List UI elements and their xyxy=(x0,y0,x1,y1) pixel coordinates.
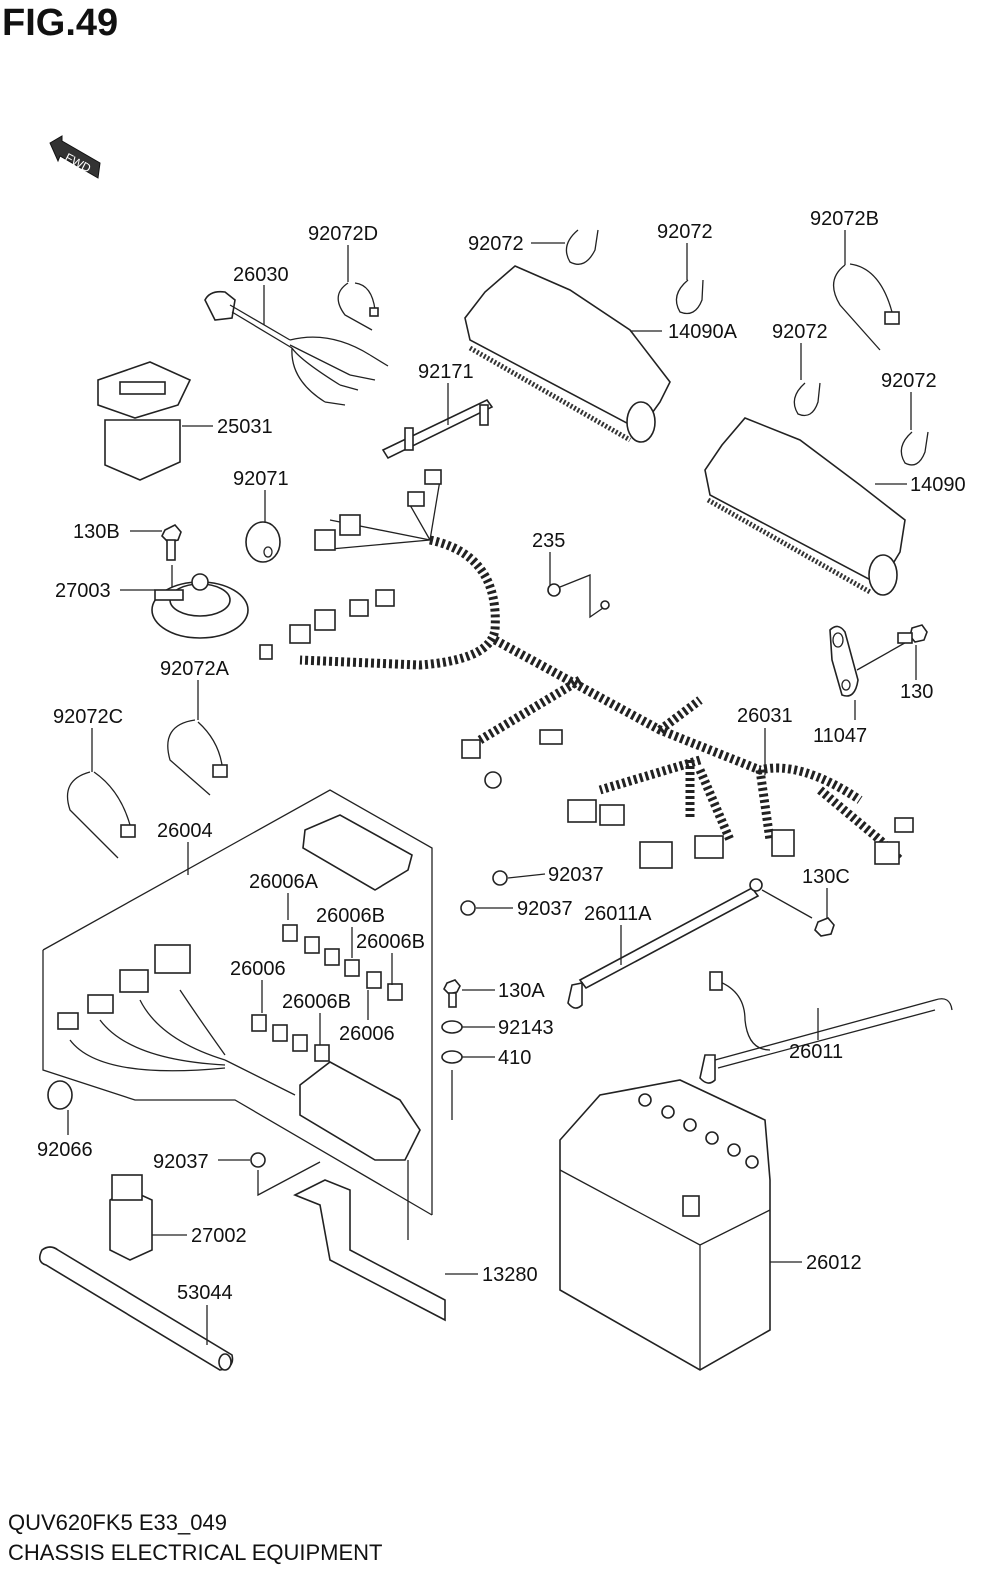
figure-title: FIG.49 xyxy=(2,2,119,44)
battery-26012[interactable] xyxy=(559,1079,771,1371)
part-label-26004[interactable]: 26004 xyxy=(157,820,213,842)
part-label-130A[interactable]: 130A xyxy=(498,980,545,1002)
part-label-25031[interactable]: 25031 xyxy=(217,416,273,438)
part-label-26031[interactable]: 26031 xyxy=(737,705,793,727)
tube-53044[interactable] xyxy=(38,1246,234,1371)
part-label-14090A[interactable]: 14090A xyxy=(668,321,738,343)
part-label-130C[interactable]: 130C xyxy=(802,866,850,888)
clamp-92072-b[interactable] xyxy=(675,279,704,315)
clamp-92037-a[interactable] xyxy=(492,870,546,886)
fuse-26006A[interactable] xyxy=(282,924,298,942)
fuse-26006B[interactable] xyxy=(314,1044,330,1062)
part-label-92037[interactable]: 92037 xyxy=(517,898,573,920)
screw-235[interactable] xyxy=(547,574,610,619)
part-label-92143[interactable]: 92143 xyxy=(498,1017,554,1039)
clamp-92072-a[interactable] xyxy=(565,229,599,265)
part-label-92037[interactable]: 92037 xyxy=(153,1151,209,1173)
fwd-arrow-icon: FWD xyxy=(49,135,101,179)
cable-band-92072A[interactable] xyxy=(167,719,228,796)
part-label-92072[interactable]: 92072 xyxy=(657,221,713,243)
part-label-92072[interactable]: 92072 xyxy=(468,233,524,255)
cover-14090A[interactable] xyxy=(464,265,671,443)
part-label-26011A[interactable]: 26011A xyxy=(584,903,652,925)
collar-92143[interactable] xyxy=(441,1020,463,1034)
bracket-13280[interactable] xyxy=(293,1160,446,1322)
fuse[interactable] xyxy=(324,948,340,966)
main-harness-26031[interactable] xyxy=(259,469,914,869)
fuse-box-assembly-26004[interactable] xyxy=(42,789,433,1216)
leader-lines xyxy=(91,230,917,1345)
part-label-26030[interactable]: 26030 xyxy=(233,264,289,286)
part-label-92171[interactable]: 92171 xyxy=(418,361,474,383)
bolt-130A[interactable] xyxy=(443,979,461,1008)
part-label-130[interactable]: 130 xyxy=(900,681,933,703)
fuse-26006B[interactable] xyxy=(344,959,360,977)
part-label-26006B[interactable]: 26006B xyxy=(316,905,385,927)
part-label-53044[interactable]: 53044 xyxy=(177,1282,233,1304)
part-label-26006[interactable]: 26006 xyxy=(230,958,286,980)
fuses-group xyxy=(251,924,403,1062)
cable-band-92072C[interactable] xyxy=(66,771,136,859)
cable-band-92072B[interactable] xyxy=(833,263,900,351)
part-label-92072[interactable]: 92072 xyxy=(772,321,828,343)
part-label-13280[interactable]: 13280 xyxy=(482,1264,538,1286)
wiring-lead-26030[interactable] xyxy=(204,290,389,406)
part-label-235[interactable]: 235 xyxy=(532,530,565,552)
section-title: CHASSIS ELECTRICAL EQUIPMENT xyxy=(8,1540,383,1565)
part-label-410[interactable]: 410 xyxy=(498,1047,531,1069)
fuse-26006B[interactable] xyxy=(387,983,403,1001)
fuse[interactable] xyxy=(272,1024,288,1042)
part-label-26006B[interactable]: 26006B xyxy=(356,931,425,953)
fuse-26006[interactable] xyxy=(251,1014,267,1032)
bracket-92171[interactable] xyxy=(381,398,494,460)
fuse[interactable] xyxy=(292,1034,308,1052)
plug-92066[interactable] xyxy=(47,1080,73,1135)
battery-cable-26011[interactable] xyxy=(699,971,953,1084)
part-label-92037[interactable]: 92037 xyxy=(548,864,604,886)
relay-27002[interactable] xyxy=(109,1174,153,1261)
part-label-26006A[interactable]: 26006A xyxy=(249,871,319,893)
part-label-27002[interactable]: 27002 xyxy=(191,1225,247,1247)
part-label-92072B[interactable]: 92072B xyxy=(810,208,879,230)
part-label-92066[interactable]: 92066 xyxy=(37,1139,93,1161)
bolt-130B[interactable] xyxy=(161,524,182,592)
part-label-130B[interactable]: 130B xyxy=(73,521,120,543)
part-label-11047[interactable]: 11047 xyxy=(813,725,867,747)
bolt-130C[interactable] xyxy=(814,917,835,937)
horn-27003[interactable] xyxy=(151,573,249,639)
part-labels: 92072D 26030 92072 92072 92072B 14090A 9… xyxy=(37,208,966,1304)
part-label-14090[interactable]: 14090 xyxy=(910,474,966,496)
model-code: QUV620FK5 E33_049 xyxy=(8,1510,227,1535)
part-label-92072D[interactable]: 92072D xyxy=(308,223,378,245)
cover-14090[interactable] xyxy=(704,417,906,596)
bracket-11047[interactable] xyxy=(829,625,911,697)
washer-410[interactable] xyxy=(441,1050,463,1120)
battery-cable-26011A[interactable] xyxy=(567,878,813,1009)
part-label-26006B[interactable]: 26006B xyxy=(282,991,351,1013)
clamp-92037-b[interactable] xyxy=(460,900,513,916)
cable-band-92072D[interactable] xyxy=(337,282,379,331)
hour-meter-25031[interactable] xyxy=(97,361,192,481)
part-label-26011[interactable]: 26011 xyxy=(789,1041,843,1063)
part-label-26006[interactable]: 26006 xyxy=(339,1023,395,1045)
clamp-92072-d[interactable] xyxy=(900,431,929,466)
bolt-130[interactable] xyxy=(897,624,928,644)
part-label-27003[interactable]: 27003 xyxy=(55,580,111,602)
grommet-92071[interactable] xyxy=(245,521,281,563)
part-label-92072[interactable]: 92072 xyxy=(881,370,937,392)
fuse[interactable] xyxy=(304,936,320,954)
fuse-26006[interactable] xyxy=(366,971,382,989)
part-label-92072C[interactable]: 92072C xyxy=(53,706,123,728)
part-label-92072A[interactable]: 92072A xyxy=(160,658,230,680)
part-label-92071[interactable]: 92071 xyxy=(233,468,289,490)
clamp-92072-c[interactable] xyxy=(793,382,821,417)
part-label-26012[interactable]: 26012 xyxy=(806,1252,862,1274)
clamp-92037-c[interactable] xyxy=(250,1152,321,1197)
